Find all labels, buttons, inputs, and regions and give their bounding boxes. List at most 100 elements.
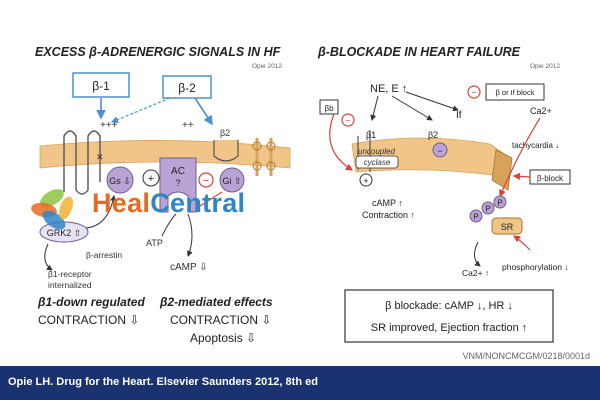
ion-channel [491, 149, 513, 191]
p-label-1: P [473, 213, 478, 222]
atp-curve [161, 213, 177, 237]
channel-ring-3 [252, 161, 262, 171]
right-title: β-BLOCKADE IN HEART FAILURE [317, 45, 521, 59]
internalize-arrow [44, 243, 53, 271]
watermark-heal: Heal [92, 188, 151, 218]
summary-box [344, 289, 554, 343]
phosphorylation-label: phosphorylation ↓ [502, 262, 569, 272]
b2-arrow [194, 97, 213, 126]
internalized-label-2: internalized [48, 280, 92, 290]
right-g-protein [432, 142, 448, 158]
contraction-up-label: Contraction ↑ [362, 210, 415, 220]
red-arrow-left [329, 113, 354, 171]
right-b2-label: β2 [428, 130, 438, 140]
b2-caption-extra: Apoptosis ⇩ [190, 331, 256, 345]
ne-arrow-if [405, 91, 459, 112]
sr-label: SR [501, 222, 514, 232]
cyclase-label: cyclase [364, 158, 391, 167]
plus-left: +++ [100, 120, 118, 131]
block-box-label: β or If block [496, 88, 535, 97]
watermark-logo: HealCentral [30, 182, 290, 242]
p-circle-1 [469, 209, 483, 223]
left-credit: Opie 2012 [252, 63, 282, 70]
right-minus-1-label: − [345, 116, 350, 126]
plus-right: ++ [182, 120, 194, 131]
plus-circle-label: + [148, 173, 154, 185]
grk2-label: GRK2 ⇧ [47, 228, 82, 238]
ne-arrow-b2 [391, 95, 433, 121]
b2-caption-body: CONTRACTION ⇩ [170, 313, 271, 327]
uncoupled-label: uncoupled [358, 147, 395, 156]
right-plus [359, 173, 373, 187]
ne-arrow-b1 [370, 95, 379, 121]
minus-circle [198, 172, 214, 188]
atp-label: ATP [146, 238, 163, 248]
adenylyl-cyclase [159, 157, 197, 213]
internalized-label-1: β1-receptor [48, 269, 92, 279]
gs-protein [106, 166, 134, 194]
b2-dashed-arrow [110, 97, 171, 124]
channel-ring-2 [266, 141, 276, 151]
beta-b-label: βb [324, 104, 334, 113]
right-credit: Opie 2012 [530, 63, 560, 70]
b1-caption-body: CONTRACTION ⇩ [38, 313, 139, 327]
beta-b-box [319, 99, 339, 115]
p-circle-2 [481, 201, 495, 215]
channel-ring-1 [252, 141, 262, 151]
plus-circle [142, 169, 160, 187]
b2-receptor [213, 140, 239, 162]
gs-label: Gs ⇩ [109, 176, 131, 186]
b1-box-label: β-1 [92, 79, 110, 93]
b2-box [162, 75, 212, 99]
p-label-3: P [497, 199, 502, 208]
cyclase-box [355, 155, 399, 169]
bblock-arrow [512, 172, 531, 180]
bblock-label: β-block [537, 174, 564, 183]
p-label-2: P [485, 205, 490, 214]
summary-line-1: β blockade: cAMP ↓, HR ↓ [385, 300, 513, 312]
barrestin-label: β-arrestin [86, 250, 122, 260]
b1-box [72, 72, 130, 98]
gi-inhibit-line [199, 191, 223, 207]
footer-citation: Opie LH. Drug for the Heart. Elsevier Sa… [8, 376, 318, 388]
ac-question: ? [175, 178, 180, 188]
b1-caption-head: β1-down regulated [37, 295, 145, 309]
grk-arrow [85, 195, 116, 229]
red-arrow-ca [499, 117, 541, 198]
b2-box-label: β-2 [178, 81, 196, 95]
footer-bar: Opie LH. Drug for the Heart. Elsevier Sa… [0, 366, 600, 400]
ac-label: AC [171, 166, 185, 177]
if-label: If [456, 110, 462, 121]
camp-label: cAMP ⇩ [170, 262, 208, 273]
right-minus-2-label: − [471, 88, 476, 98]
gi-label: Gi ⇧ [222, 176, 241, 186]
camp-up-label: cAMP ↑ [372, 198, 403, 208]
right-g-minus: − [437, 146, 442, 156]
phospho-arrow [513, 235, 531, 251]
gi-protein [219, 167, 245, 193]
ca-bottom-label: Ca2+ ↑ [462, 268, 489, 278]
right-minus-1 [341, 113, 355, 127]
block-box [485, 83, 545, 101]
ne-e-label: NE, E ↑ [370, 83, 407, 95]
camp-curve [187, 213, 193, 257]
summary-line-2: SR improved, Ejection fraction ↑ [371, 322, 528, 334]
right-plus-label: + [363, 176, 368, 186]
p-circle-3 [493, 195, 507, 209]
watermark-central: Central [150, 188, 246, 218]
b1-receptor [63, 130, 101, 195]
tachycardia-label: tachycardia ↓ [512, 141, 559, 150]
ca-return-arrow [474, 241, 481, 267]
right-minus-2 [467, 85, 481, 99]
ca-top-label: Ca2+ [530, 106, 552, 116]
watermark-text: HealCentral [92, 188, 245, 219]
channel-ring-4 [266, 161, 276, 171]
cross-mark: ✕ [96, 152, 104, 162]
minus-circle-label: − [203, 175, 209, 187]
b2-receptor-label: β2 [220, 128, 230, 138]
watermark-leaf-icon [31, 189, 73, 230]
right-b1-label: β1 [366, 130, 376, 140]
document-code: VNM/NONCMCGM/0218/0001d [462, 351, 590, 361]
